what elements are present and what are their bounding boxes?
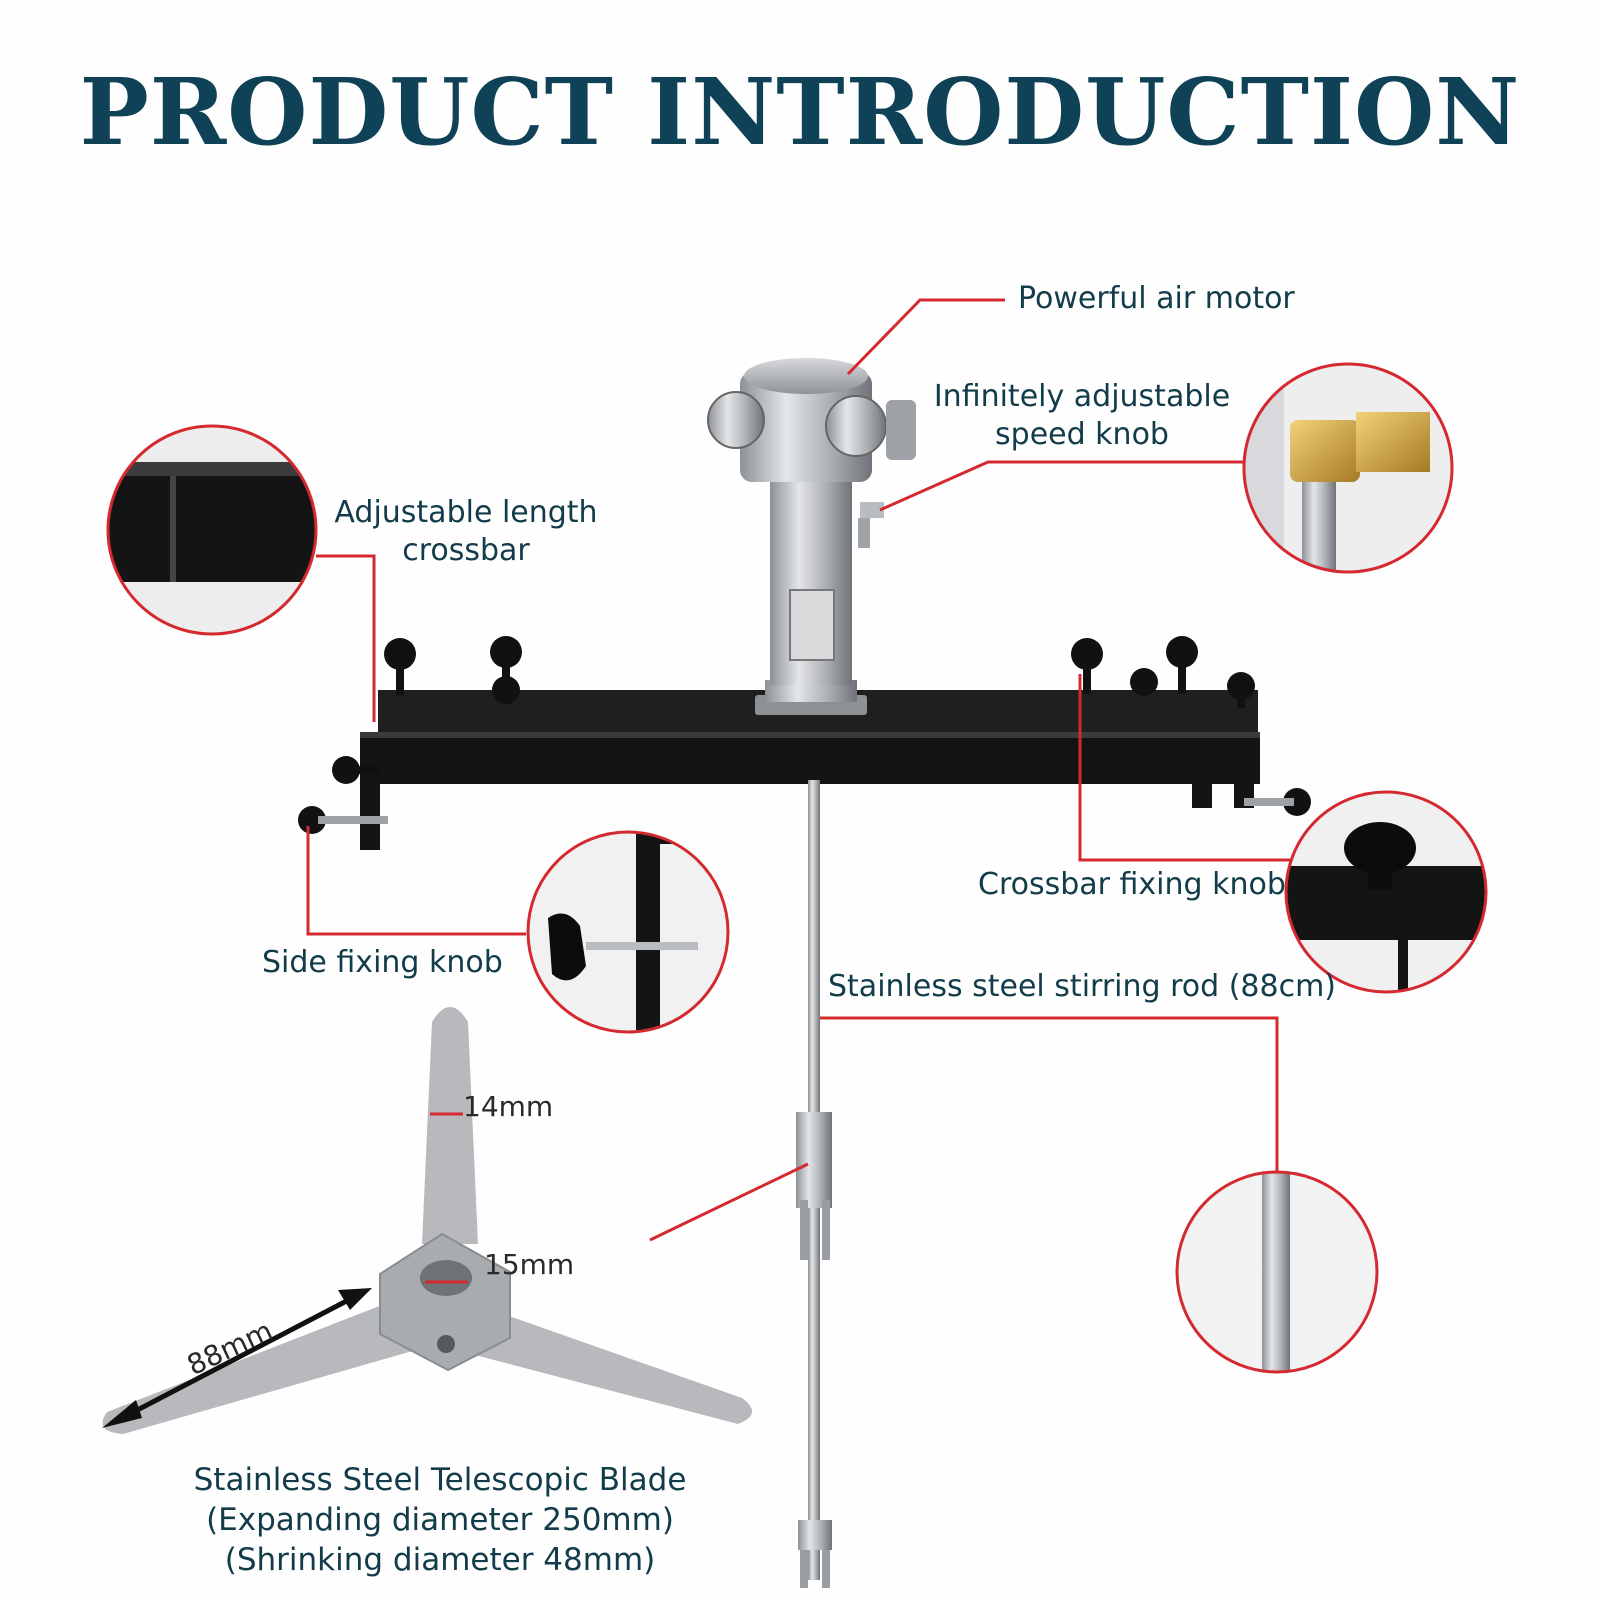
detail-crossbar-fixing-knob xyxy=(1284,790,1488,994)
label-crossbar-fixing-knob: Crossbar fixing knob xyxy=(978,867,1286,902)
label-crossbar: Adjustable length crossbar xyxy=(316,494,616,570)
knob-icon xyxy=(298,636,1311,834)
label-speed-knob: Infinitely adjustable speed knob xyxy=(922,378,1242,454)
dimension-blade-width: 14mm xyxy=(463,1090,554,1123)
label-blade-line2: (Expanding diameter 250mm) xyxy=(206,1502,674,1538)
label-blade-line3: (Shrinking diameter 48mm) xyxy=(224,1542,656,1578)
detail-crossbar xyxy=(106,424,318,636)
page-title: PRODUCT INTRODUCTION xyxy=(79,58,1521,166)
detail-stirring-rod xyxy=(1175,1170,1379,1374)
detail-side-fixing-knob xyxy=(526,830,730,1034)
label-blade: Stainless Steel Telescopic Blade (Expand… xyxy=(140,1460,740,1580)
detail-speed-knob xyxy=(1242,362,1454,574)
label-blade-line1: Stainless Steel Telescopic Blade xyxy=(193,1462,687,1498)
dimension-arrows xyxy=(102,1112,468,1428)
air-motor xyxy=(707,358,916,715)
dimension-hub-bore: 15mm xyxy=(484,1248,575,1281)
label-side-fixing-knob: Side fixing knob xyxy=(262,945,503,980)
label-crossbar-line2: crossbar xyxy=(402,533,530,568)
label-speed-knob-line2: speed knob xyxy=(995,417,1169,452)
callout-lines xyxy=(306,298,1292,1242)
label-air-motor: Powerful air motor xyxy=(1018,281,1295,316)
label-crossbar-line1: Adjustable length xyxy=(334,495,598,530)
label-speed-knob-line1: Infinitely adjustable xyxy=(933,379,1231,414)
label-stirring-rod: Stainless steel stirring rod (88cm) xyxy=(828,969,1337,1004)
stirring-rod xyxy=(796,780,832,1588)
telescopic-blade xyxy=(102,1007,753,1434)
